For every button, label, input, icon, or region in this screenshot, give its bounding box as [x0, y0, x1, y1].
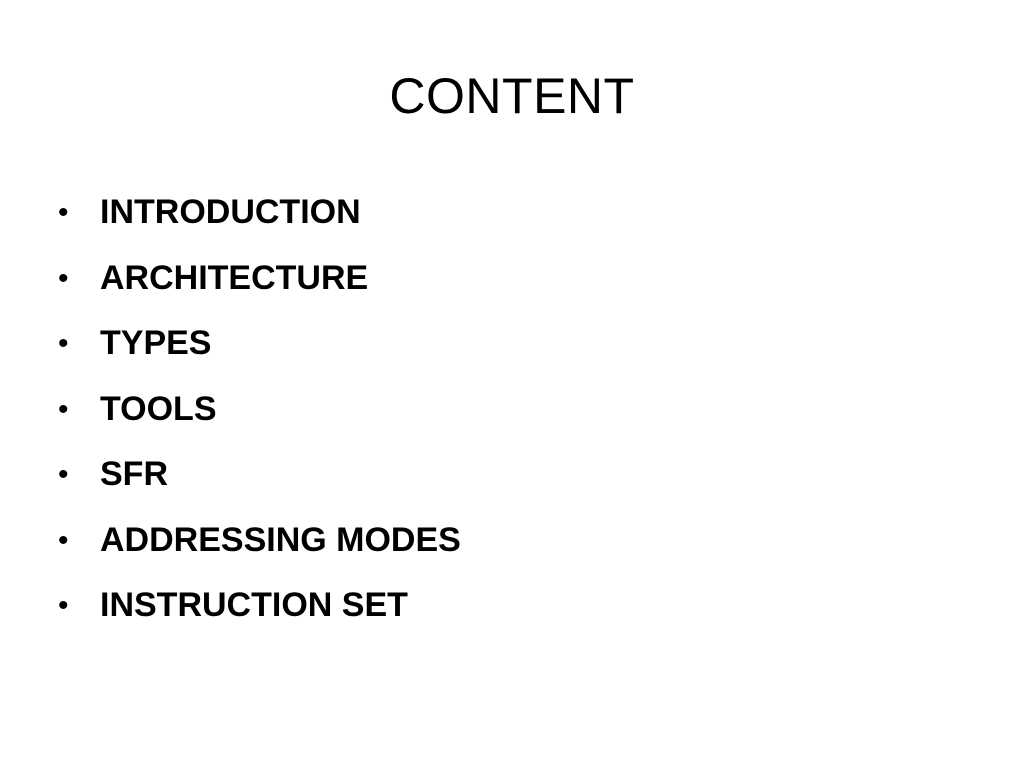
list-item-label: TOOLS: [100, 389, 217, 428]
list-item-label: SFR: [100, 455, 168, 493]
list-item: • INTRODUCTION: [58, 180, 461, 246]
bullet-icon: •: [58, 523, 69, 557]
list-item: • TYPES: [58, 311, 461, 377]
list-item: • SFR: [58, 442, 461, 508]
list-item: • ADDRESSING MODES: [58, 508, 461, 574]
bullet-icon: •: [58, 261, 69, 295]
list-item-label: INSTRUCTION SET: [100, 586, 408, 624]
list-item-label: INTRODUCTION: [100, 193, 361, 231]
list-item-label: ARCHITECTURE: [100, 258, 369, 297]
bullet-icon: •: [58, 327, 69, 360]
bullet-icon: •: [58, 196, 69, 229]
list-item: • TOOLS: [58, 377, 461, 443]
list-item-label: ADDRESSING MODES: [100, 520, 461, 559]
list-item: • ARCHITECTURE: [58, 246, 461, 312]
list-item: • INSTRUCTION SET: [58, 573, 461, 639]
slide-title: CONTENT: [389, 68, 635, 124]
bullet-icon: •: [58, 458, 69, 491]
bullet-icon: •: [58, 392, 69, 426]
content-bullet-list: • INTRODUCTION • ARCHITECTURE • TYPES • …: [58, 180, 461, 639]
bullet-icon: •: [58, 589, 69, 622]
list-item-label: TYPES: [100, 324, 212, 362]
